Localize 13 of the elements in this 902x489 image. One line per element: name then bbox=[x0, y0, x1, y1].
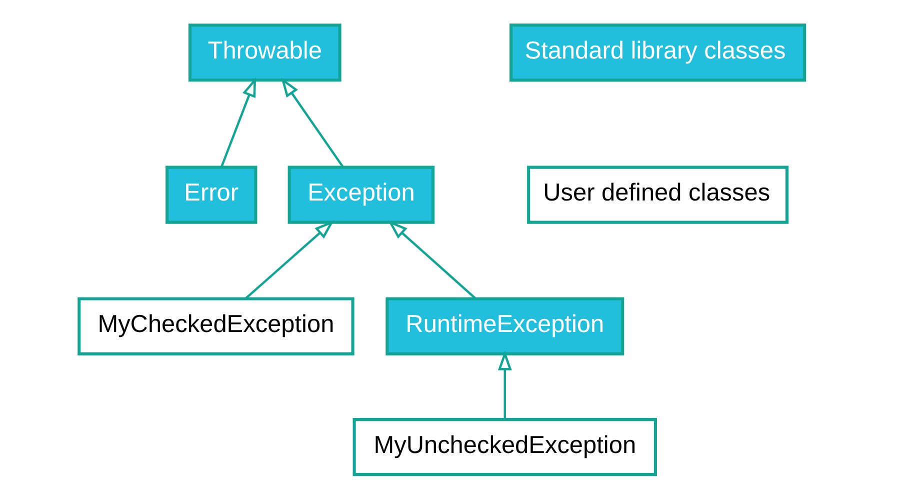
legend-label: User defined classes bbox=[543, 180, 770, 207]
node-box: RuntimeException bbox=[386, 297, 624, 356]
node-box: Throwable bbox=[188, 24, 342, 82]
arrow bbox=[245, 220, 334, 300]
arrow bbox=[498, 350, 512, 420]
node-box: Exception bbox=[288, 166, 435, 224]
node-box: MyUncheckedException bbox=[352, 418, 657, 476]
arrow bbox=[220, 76, 256, 168]
legend-label: Standard library classes bbox=[524, 37, 786, 64]
arrow bbox=[280, 77, 344, 168]
arrow bbox=[388, 220, 476, 300]
node-box: Error bbox=[166, 166, 258, 224]
node-box: MyCheckedException bbox=[78, 297, 354, 356]
